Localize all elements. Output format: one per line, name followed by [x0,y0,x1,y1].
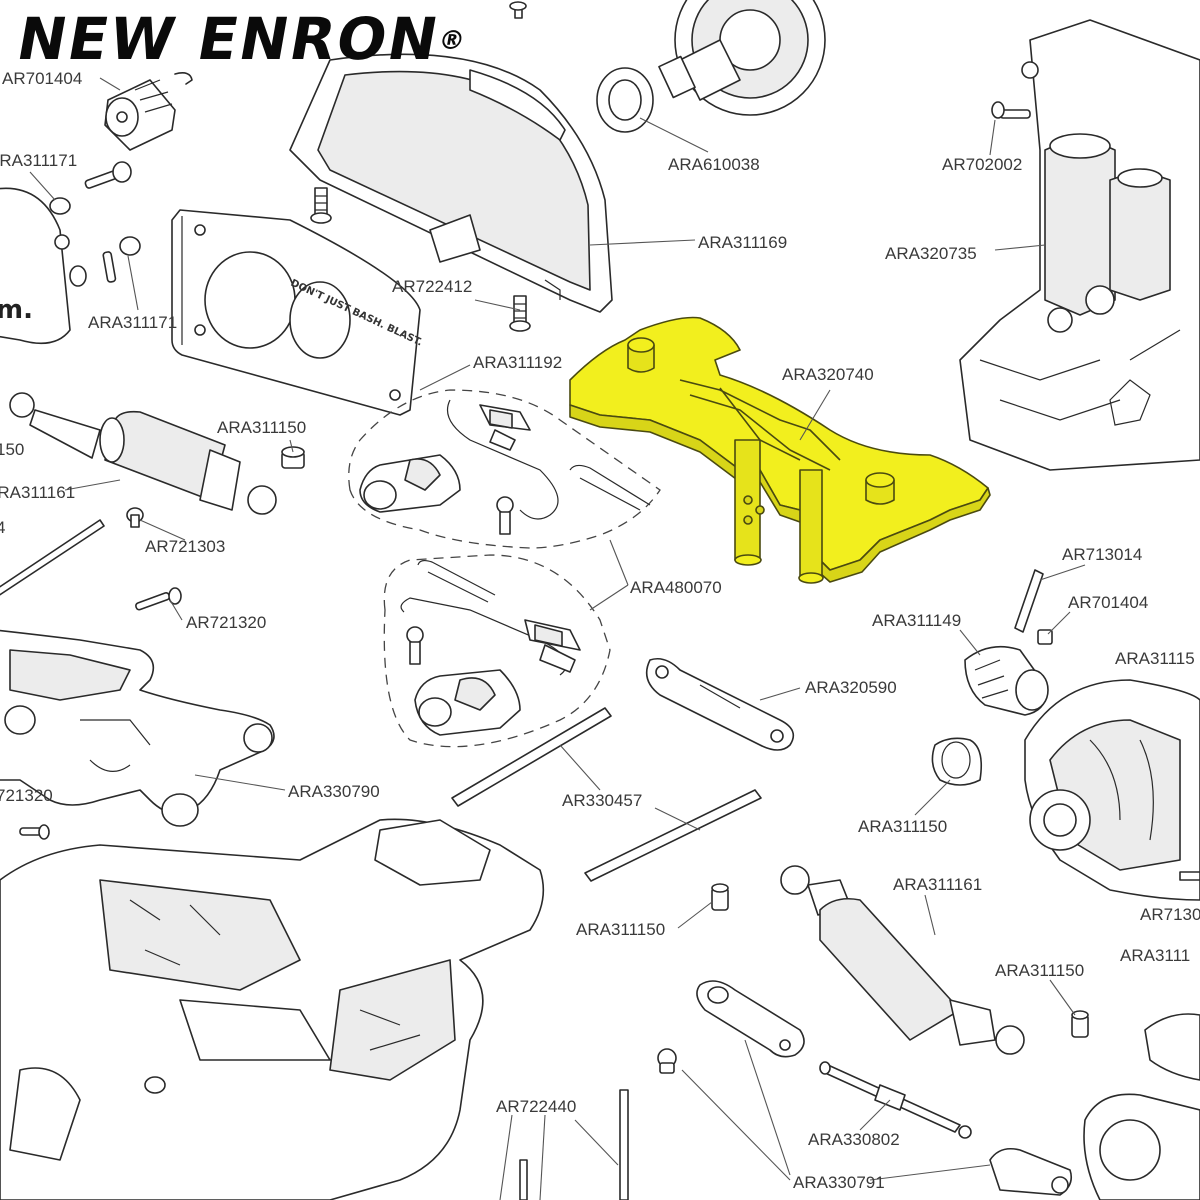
pin-part [0,519,105,596]
label-ar722412: AR722412 [392,277,472,296]
bolt-part [310,187,332,224]
pin-part [584,789,762,882]
group-outline [383,554,611,748]
bushing-part [1071,1010,1089,1038]
screw-part [69,236,141,287]
label-ar701404: AR701404 [1068,593,1148,612]
screw-part [1179,871,1200,881]
chassis-brace-highlighted-part [569,316,991,584]
label-ara320740: ARA320740 [782,365,874,384]
label-ara3111: ARA3111 [1120,946,1190,965]
label-ara311150: ARA311150 [217,418,306,437]
motor-part: m. [0,187,71,345]
label-ara311150: ARA311150 [576,920,665,939]
ring-part [931,737,983,786]
bushing-part [711,883,729,911]
svg-text:m.: m. [0,295,33,325]
servo-horn-part [359,454,461,513]
label-ara311171: ARA311171 [0,151,77,170]
outdrive-part [964,645,1049,716]
differential-part [1024,679,1200,901]
label-ara311149: ARA311149 [872,611,961,630]
registered-mark: ® [436,26,468,56]
label-150: 150 [0,440,24,459]
shock-absorber-part [9,392,277,515]
leader-lines [29,77,1086,1200]
label-ar701404: AR701404 [2,69,82,88]
rod-end-part [696,980,805,1058]
gearbox-part [959,19,1200,471]
motor-plate-part: DON'T JUST BASH. BLAST. [171,209,424,416]
suspension-arm-part [0,629,275,827]
turnbuckle-part [819,1061,972,1139]
label-ara311171: ARA311171 [88,313,177,332]
pin-part [451,707,612,807]
brand-text: NEW ENRON [12,5,445,73]
label-ara311192: ARA311192 [473,353,562,372]
gear-cover-part [289,53,613,313]
label-ara480070: ARA480070 [630,578,722,597]
axle-part [1083,1093,1200,1200]
label-ara311169: ARA311169 [698,233,787,252]
label-ar721320: AR721320 [186,613,266,632]
screw-part [49,161,132,215]
group-outline [348,389,661,549]
ball-stud-part [657,1048,677,1074]
label-ar7130: AR7130 [1140,905,1200,924]
label-ara31115: ARA31115 [1115,649,1195,668]
label-ara311150: ARA311150 [858,817,947,836]
label-4: 4 [0,518,5,537]
spur-gear-part [658,0,826,116]
clamp-part [524,619,581,673]
label-ara320590: ARA320590 [805,678,897,697]
clip-part [417,559,496,603]
label-ara311150: ARA311150 [995,961,1084,980]
label-ara311161: ARA311161 [893,875,982,894]
shock-absorber-part [780,865,1025,1055]
screw-part [126,507,144,528]
pinion-gear-part [104,72,193,151]
clip-part [569,464,651,511]
ring-part [1144,1013,1200,1081]
label-ar702002: AR702002 [942,155,1022,174]
label-ar721303: AR721303 [145,537,225,556]
bushing-part [144,1076,166,1094]
servo-horn-part [414,669,521,736]
screw-part [19,824,50,840]
bearing-part [596,67,654,133]
chassis-part [0,818,545,1200]
pin-part [1014,569,1044,633]
link-plate-part [645,657,795,751]
screw-part [135,587,182,611]
pin-part [519,1089,629,1200]
rod-end-part [989,1147,1073,1196]
ball-end-part [406,626,424,665]
label-721320: 721320 [0,786,53,805]
brand-logo: NEW ENRON® [12,4,471,74]
label-ara330802: ARA330802 [808,1130,900,1149]
label-ara610038: ARA610038 [668,155,760,174]
screw-part [509,1,527,19]
label-ar722440: AR722440 [496,1097,576,1116]
label-ar330457: AR330457 [562,791,642,810]
label-ara330791: ARA330791 [793,1173,885,1192]
label-ara320735: ARA320735 [885,244,977,263]
label-ar713014: AR713014 [1062,545,1142,564]
clamp-part [479,404,531,451]
bolt-part [509,295,531,332]
label-ara311161: ARA311161 [0,483,75,502]
label-ara330790: ARA330790 [288,782,380,801]
ball-end-part [496,496,514,535]
screw-part [991,101,1031,119]
